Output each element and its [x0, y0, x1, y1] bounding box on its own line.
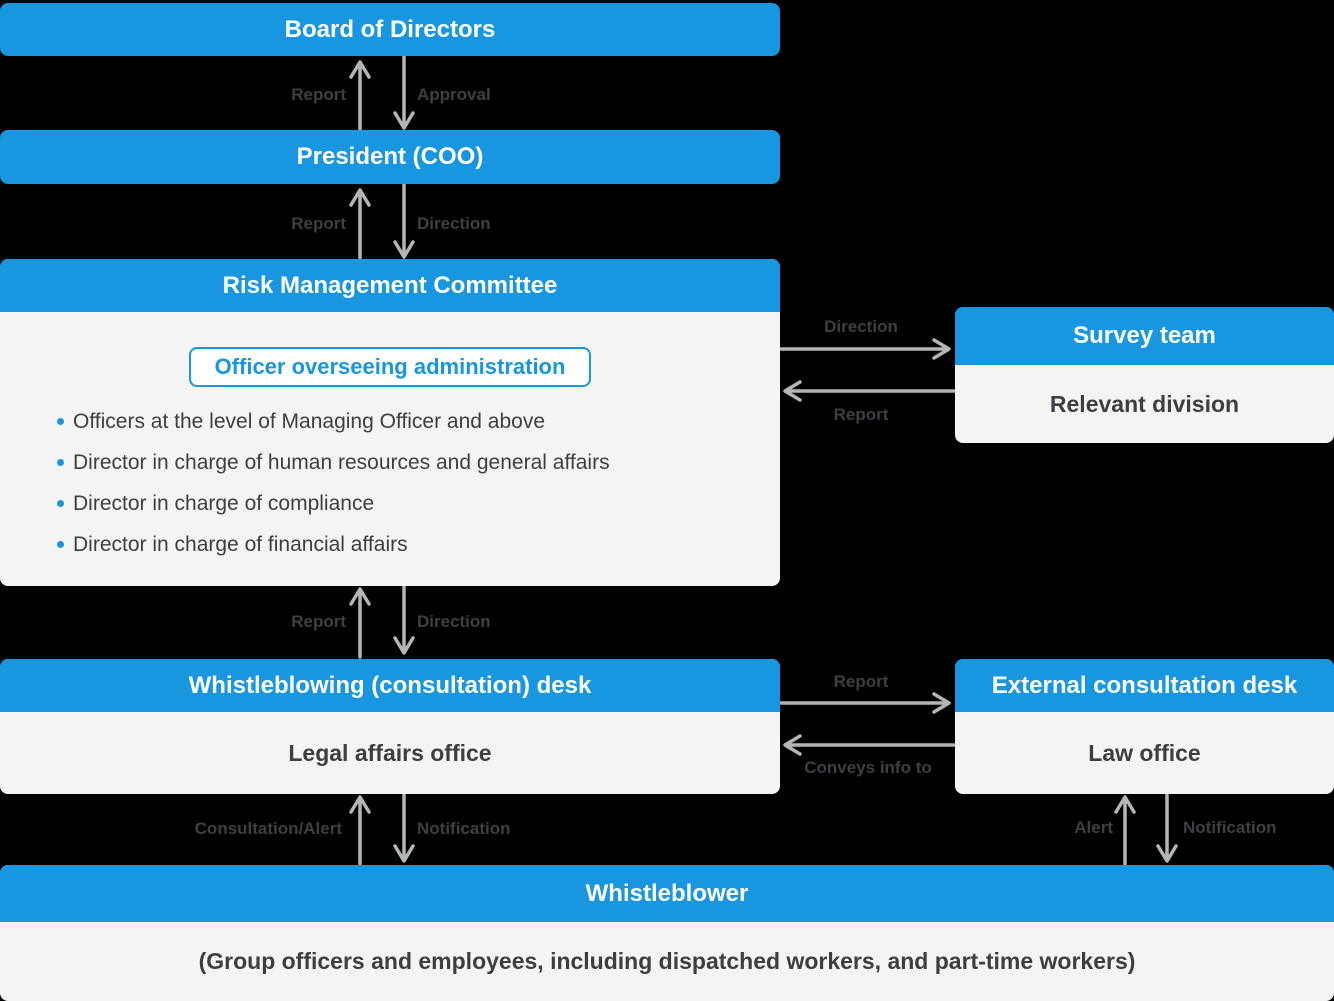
arrow-label-notification: Notification [1183, 818, 1277, 837]
member-label: Director in charge of human resources an… [73, 451, 610, 474]
risk-management-committee-box: Risk Management Committee Officer overse… [0, 259, 780, 586]
whistleblower-title: Whistleblower [0, 865, 1334, 922]
notification-down-arrow-law [1156, 793, 1178, 863]
report-up-arrow-desk [349, 587, 371, 659]
member-label: Director in charge of financial affairs [73, 533, 408, 556]
president-box: President (COO) [0, 130, 780, 184]
notification-down-arrow-desk [393, 793, 415, 863]
survey-team-box: Survey team Relevant division [955, 307, 1334, 443]
bullet-icon [57, 541, 64, 548]
list-item: Officers at the level of Managing Office… [57, 409, 780, 434]
arrow-label-report: Report [291, 214, 346, 233]
arrow-label-direction: Direction [417, 612, 491, 631]
report-up-arrow-board [349, 60, 371, 132]
external-desk-subtitle: Law office [1088, 739, 1201, 766]
direction-down-arrow-desk [393, 583, 415, 655]
arrow-label-approval: Approval [417, 85, 491, 104]
risk-member-list: Officers at the level of Managing Office… [0, 409, 780, 557]
arrow-label-report: Report [833, 672, 889, 691]
direction-down-arrow-president [393, 183, 415, 259]
external-desk-title: External consultation desk [955, 659, 1334, 712]
arrow-label-direction: Direction [824, 317, 898, 336]
list-item: Director in charge of financial affairs [57, 532, 780, 557]
consultation-up-arrow [349, 795, 371, 866]
bullet-icon [57, 500, 64, 507]
arrow-label-direction: Direction [417, 214, 491, 233]
arrow-label-conveys-info: Conveys info to [804, 758, 932, 777]
officer-overseeing-badge: Officer overseeing administration [188, 347, 592, 387]
risk-committee-title: Risk Management Committee [0, 259, 780, 312]
report-up-arrow-president [349, 188, 371, 260]
direction-right-arrow-survey [779, 338, 951, 360]
survey-team-subtitle: Relevant division [1049, 390, 1240, 417]
list-item: Director in charge of compliance [57, 491, 780, 516]
survey-team-title: Survey team [955, 307, 1334, 365]
risk-committee-body: Officer overseeing administration Office… [0, 312, 780, 586]
president-title: President (COO) [296, 143, 484, 170]
whistleblowing-desk-subtitle: Legal affairs office [288, 739, 492, 766]
member-label: Director in charge of compliance [73, 492, 375, 515]
whistleblowing-desk-box: Whistleblowing (consultation) desk Legal… [0, 659, 780, 794]
whistleblower-box: Whistleblower (Group officers and employ… [0, 865, 1334, 1001]
alert-up-arrow-law [1114, 795, 1136, 866]
arrow-label-alert: Alert [1074, 818, 1113, 837]
external-consultation-desk-box: External consultation desk Law office [955, 659, 1334, 794]
board-of-directors-box: Board of Directors [0, 3, 780, 56]
arrow-label-report: Report [291, 612, 346, 631]
bullet-icon [57, 459, 64, 466]
bullet-icon [57, 418, 64, 425]
whistleblowing-desk-title: Whistleblowing (consultation) desk [0, 659, 780, 712]
arrow-label-consultation-alert: Consultation/Alert [194, 819, 342, 838]
whistleblower-subtitle: (Group officers and employees, including… [198, 948, 1136, 974]
board-of-directors-title: Board of Directors [284, 15, 496, 43]
member-label: Officers at the level of Managing Office… [73, 410, 545, 433]
arrow-label-notification: Notification [417, 819, 511, 838]
arrow-label-report: Report [291, 85, 346, 104]
arrow-label-report: Report [833, 405, 889, 424]
report-right-arrow-external [779, 692, 951, 714]
approval-down-arrow [393, 55, 415, 130]
conveys-left-arrow-external [783, 734, 956, 756]
report-left-arrow-survey [783, 380, 956, 402]
list-item: Director in charge of human resources an… [57, 450, 780, 475]
